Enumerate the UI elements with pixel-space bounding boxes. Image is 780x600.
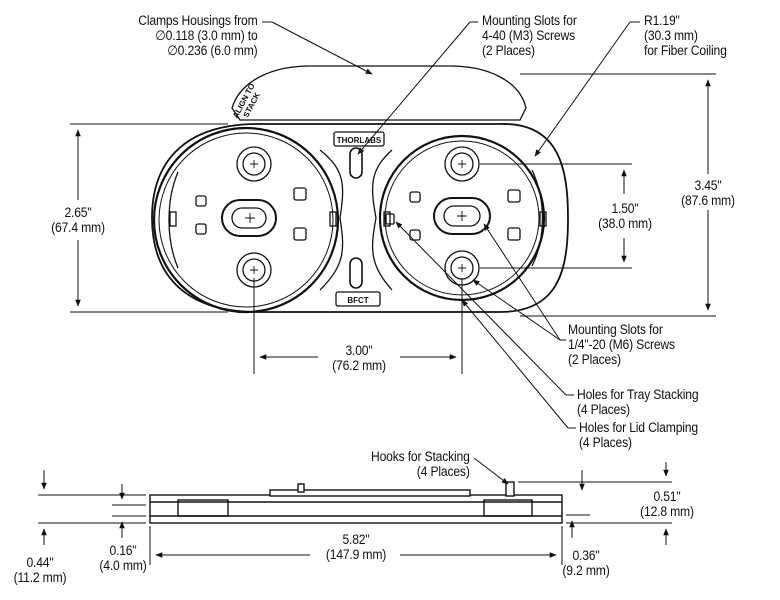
tray-top-view xyxy=(151,65,569,314)
center-m3-slot-top xyxy=(349,147,363,179)
side-lid-raise xyxy=(269,489,471,497)
dim-5-82: 5.82" (147.9 mm) xyxy=(325,532,387,562)
left-coil-ring-inner xyxy=(158,132,334,308)
lid-clamping-callout: Holes for Lid Clamping (4 Places) xyxy=(579,420,698,450)
dim-2-65: 2.65" (67.4 mm) xyxy=(51,205,105,235)
brand-engraving: THORLABS xyxy=(337,136,382,145)
dim-0-36: 0.36" (9.2 mm) xyxy=(562,548,610,578)
fiber-coiling-callout: R1.19" (30.3 mm) for Fiber Coiling xyxy=(644,13,727,58)
dim-3-00: 3.00" (76.2 mm) xyxy=(332,343,386,373)
center-hole-left xyxy=(385,213,395,225)
tray-stacking-callout: Holes for Tray Stacking (4 Places) xyxy=(577,387,699,417)
brand-plate xyxy=(333,131,385,147)
tray-upper-lobe xyxy=(231,65,527,121)
center-channel xyxy=(319,149,344,291)
center-m3-slot-bottom xyxy=(349,257,363,289)
left-fixtures xyxy=(169,146,337,288)
left-guide-arc xyxy=(168,171,179,269)
hooks-callout: Hooks for Stacking (4 Places) xyxy=(371,449,470,479)
side-body xyxy=(149,494,563,524)
center-channel-2 xyxy=(371,149,393,291)
m3-slots-callout: Mounting Slots for 4-40 (M3) Screws (2 P… xyxy=(482,13,577,58)
dim-0-51: 0.51" (12.8 mm) xyxy=(640,489,694,519)
side-hook xyxy=(505,481,515,497)
dim-0-44: 0.44" (11.2 mm) xyxy=(13,555,67,585)
part-engraving: BFCT xyxy=(347,296,368,305)
right-guide-arc xyxy=(531,169,544,267)
dim-3-45: 3.45" (87.6 mm) xyxy=(681,178,735,208)
m6-slots-callout: Mounting Slots for 1/4"-20 (M6) Screws (… xyxy=(568,322,675,367)
left-coil-ring xyxy=(152,126,340,314)
clamp-housings-callout: Clamps Housings from ∅0.118 (3.0 mm) to … xyxy=(138,13,258,58)
dimension-lines xyxy=(38,73,716,565)
dim-1-50: 1.50" (38.0 mm) xyxy=(598,201,652,231)
dim-0-16: 0.16" (4.0 mm) xyxy=(99,543,147,573)
tray-side-view xyxy=(149,481,563,524)
leader-lines xyxy=(262,21,640,485)
part-plate xyxy=(335,291,381,307)
center-marks xyxy=(245,160,467,274)
